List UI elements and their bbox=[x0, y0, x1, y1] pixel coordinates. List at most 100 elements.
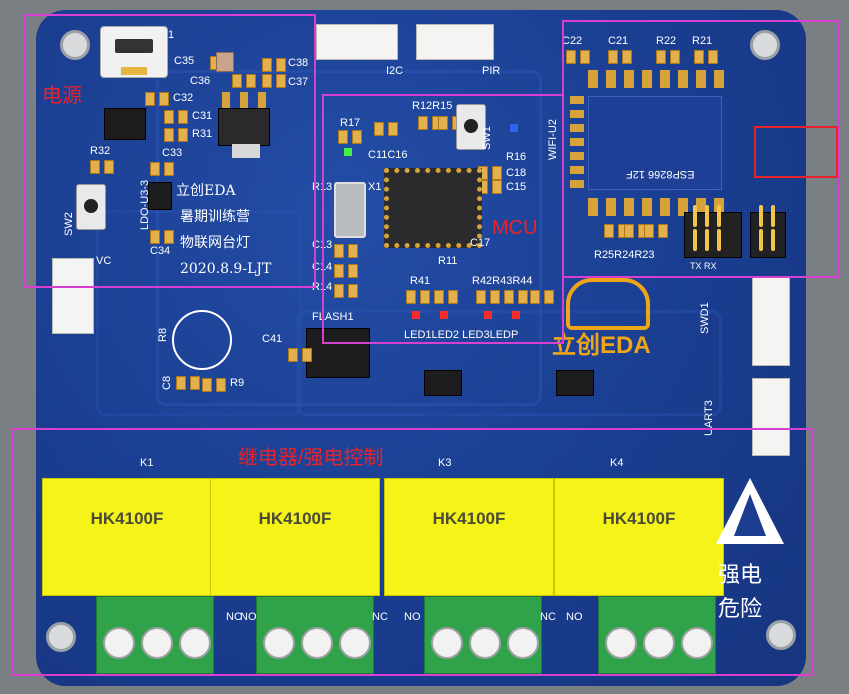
silk-c15: C15 bbox=[506, 181, 527, 193]
capacitor bbox=[150, 162, 174, 176]
capacitor bbox=[145, 92, 169, 106]
resistor bbox=[406, 290, 430, 304]
relay-zone-box bbox=[12, 428, 814, 676]
resistor bbox=[164, 128, 188, 142]
capacitor bbox=[566, 50, 590, 64]
mounting-hole bbox=[46, 622, 76, 652]
silk-no: NO bbox=[240, 611, 257, 623]
swd-connector bbox=[752, 276, 790, 366]
pad bbox=[240, 92, 248, 108]
relay: HK4100F bbox=[210, 478, 380, 596]
silk-no: NO bbox=[566, 611, 583, 623]
relay-label: HK4100F bbox=[258, 509, 332, 528]
resistor bbox=[90, 160, 114, 174]
silk-k4: K4 bbox=[610, 457, 624, 469]
silk-x1: X1 bbox=[368, 181, 382, 193]
wifi-zone-box bbox=[562, 20, 840, 278]
silk-vc: VC bbox=[96, 255, 112, 267]
silk-c22: C22 bbox=[562, 35, 583, 47]
silk-c32: C32 bbox=[173, 92, 194, 104]
silk-i2c: I2C bbox=[386, 65, 404, 77]
silk-nc: NC bbox=[372, 611, 388, 623]
capacitor bbox=[262, 58, 286, 72]
silk-c35: C35 bbox=[174, 55, 195, 67]
silk-brand-line1: 立创EDA bbox=[176, 183, 236, 199]
silk-r31: R31 bbox=[192, 128, 213, 140]
boot-button[interactable] bbox=[456, 104, 486, 150]
high-voltage-warning-icon bbox=[716, 478, 784, 544]
relay: HK4100F bbox=[42, 478, 212, 596]
relay: HK4100F bbox=[384, 478, 554, 596]
pad bbox=[222, 92, 230, 108]
mcu-chip bbox=[384, 168, 482, 248]
silk-r21: R21 bbox=[692, 35, 713, 47]
transistor-array bbox=[556, 370, 594, 396]
silk-leds: LED1LED2 LED3LEDP bbox=[404, 329, 519, 341]
silk-swd: SWD1 bbox=[699, 302, 711, 334]
capacitor bbox=[232, 74, 256, 88]
silk-warning-line2: 危险 bbox=[718, 596, 763, 621]
silk-c18: C18 bbox=[506, 167, 527, 179]
light-sensor bbox=[172, 310, 232, 370]
terminal-block bbox=[96, 596, 214, 674]
silk-r25r24r23: R25R24R23 bbox=[594, 249, 655, 261]
power-zone-label: 电源 bbox=[42, 85, 82, 107]
pad bbox=[258, 92, 266, 108]
silk-r9: R9 bbox=[230, 377, 245, 389]
uart-connector bbox=[752, 378, 790, 456]
red-led bbox=[512, 311, 520, 319]
brand-logo-text: 立创EDA bbox=[552, 332, 651, 359]
silk-k1: K1 bbox=[140, 457, 154, 469]
ldo-chip bbox=[148, 182, 172, 210]
silk-tx-rx: TX RX bbox=[690, 261, 717, 271]
silk-no: NO bbox=[404, 611, 421, 623]
inductor bbox=[216, 52, 234, 72]
capacitor bbox=[176, 376, 200, 390]
red-led bbox=[440, 311, 448, 319]
silk-r22: R22 bbox=[656, 35, 677, 47]
terminal-block bbox=[424, 596, 542, 674]
silk-warning-line1: 强电 bbox=[718, 562, 763, 587]
silk-nc: NC bbox=[226, 611, 242, 623]
silk-brand-line2: 暑期训练营 bbox=[180, 209, 250, 225]
resistor bbox=[338, 130, 362, 144]
capacitor bbox=[288, 348, 312, 362]
mounting-hole bbox=[60, 30, 90, 60]
silk-r42r43r44: R42R43R44 bbox=[472, 275, 533, 287]
relay-zone-label: 继电器/强电控制 bbox=[238, 447, 384, 469]
capacitor bbox=[374, 122, 398, 136]
mcu-zone-label: MCU bbox=[492, 217, 538, 239]
resistor bbox=[656, 50, 680, 64]
silk-c34: C34 bbox=[150, 245, 171, 257]
red-led bbox=[484, 311, 492, 319]
reset-button[interactable] bbox=[76, 184, 106, 230]
capacitor bbox=[334, 244, 358, 258]
silk-r32: R32 bbox=[90, 145, 111, 157]
resistor bbox=[434, 290, 458, 304]
transistor-array bbox=[424, 370, 462, 396]
silk-c37: C37 bbox=[288, 76, 309, 88]
resistor bbox=[504, 290, 528, 304]
capacitor bbox=[150, 230, 174, 244]
power-ic bbox=[104, 108, 146, 140]
silk-flash: FLASH1 bbox=[312, 311, 354, 323]
silk-r41: R41 bbox=[410, 275, 431, 287]
resistor bbox=[530, 290, 554, 304]
silk-pir: PIR bbox=[482, 65, 501, 77]
silk-c21: C21 bbox=[608, 35, 629, 47]
silk-brand-line4: 2020.8.9-LJT bbox=[180, 261, 272, 277]
capacitor bbox=[262, 74, 286, 88]
esp-pad-col bbox=[570, 96, 584, 192]
relay-label: HK4100F bbox=[432, 509, 506, 528]
capacitor bbox=[164, 110, 188, 124]
crystal bbox=[334, 182, 366, 238]
brand-logo-icon bbox=[566, 278, 650, 330]
silk-c31: C31 bbox=[192, 110, 213, 122]
blue-led bbox=[510, 124, 518, 132]
pin-header bbox=[750, 205, 786, 258]
silk-c33: C33 bbox=[162, 147, 183, 159]
mounting-hole bbox=[750, 30, 780, 60]
resistor bbox=[334, 284, 358, 298]
silk-r11: R11 bbox=[438, 255, 458, 267]
highlight-box bbox=[754, 126, 838, 178]
